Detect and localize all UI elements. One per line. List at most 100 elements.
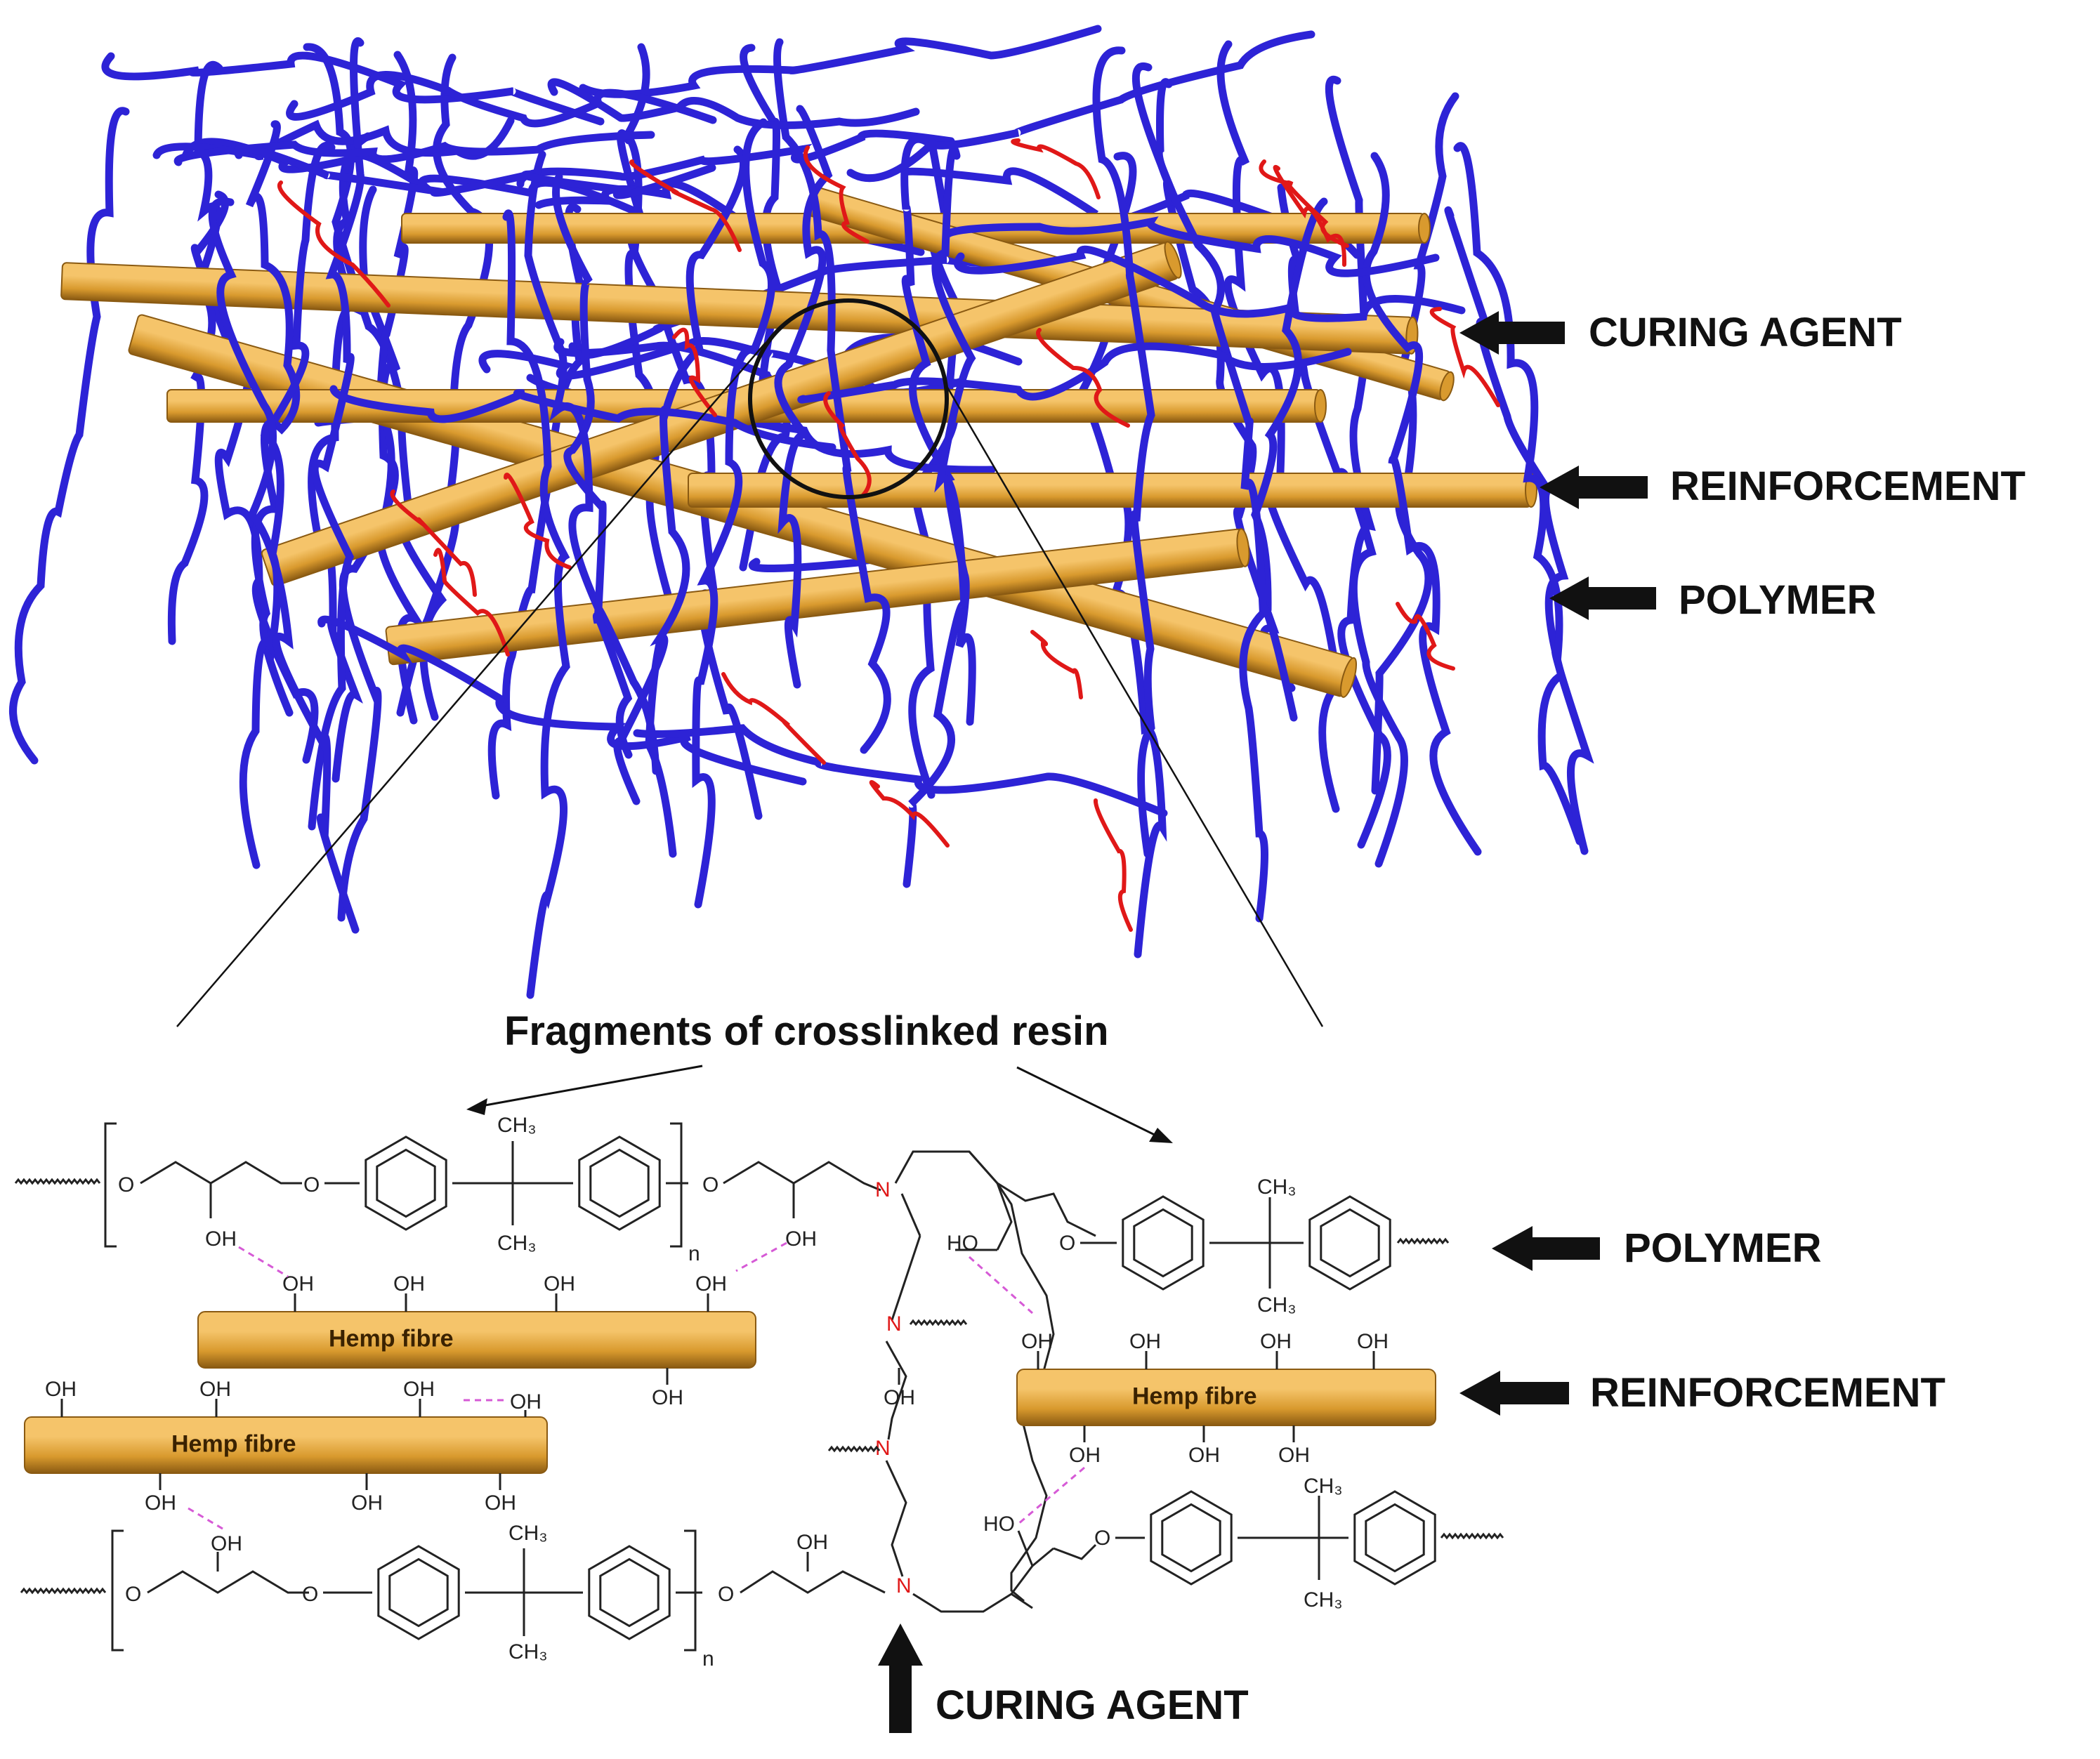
hydroxyl-group: OH [510, 1390, 542, 1414]
polymer-chain [547, 78, 920, 129]
hydrogen-bond [188, 1507, 227, 1532]
nitrogen-atom: N [875, 1437, 891, 1460]
hydroxyl-group: HO [947, 1232, 978, 1255]
up-arrow-icon [878, 1623, 923, 1733]
ring-inner [388, 1557, 449, 1628]
ring-outline [1150, 1490, 1233, 1586]
oxygen-atom: O [702, 1173, 718, 1197]
ring-inner [599, 1557, 659, 1628]
polymer-chains-front [173, 25, 1594, 999]
bond [147, 1570, 309, 1594]
fibre-rod-icon: Hemp fibre [24, 1416, 548, 1474]
nitrogen-atom: N [886, 1312, 902, 1336]
hydroxyl-group: OH [1260, 1330, 1292, 1353]
fibre-rod-icon: Hemp fibre [1016, 1369, 1436, 1426]
ring-outline [1308, 1195, 1391, 1291]
methyl-group: CH₃ [508, 1522, 548, 1545]
hydrogen-bond [238, 1246, 289, 1278]
hydroxyl-group: OH [403, 1378, 435, 1401]
oxygen-atom: O [125, 1583, 141, 1606]
polymer-chain [317, 615, 807, 786]
curing-agent-link [721, 672, 826, 765]
bond [997, 1182, 1096, 1237]
benzene-ring-icon [1150, 1490, 1233, 1586]
polymer-chain [1444, 206, 1584, 845]
label-reinforcement-bottom: REINFORCEMENT [1590, 1370, 1945, 1416]
hemp-fibre-body [1016, 1369, 1436, 1426]
polymer-chain [208, 197, 360, 934]
title-arrowhead-left [466, 1098, 487, 1115]
methyl-group: CH₃ [1304, 1588, 1343, 1612]
top-label-reinforcement: REINFORCEMENT [1540, 463, 2026, 509]
ring-outline [1122, 1195, 1205, 1291]
chain-end-wavy [909, 1319, 968, 1326]
polymer-chain [633, 724, 1168, 817]
hydroxyl-group: OH [145, 1491, 176, 1515]
fragments-title-group: Fragments of crosslinked resin [466, 1008, 1173, 1143]
polymer-chain [1325, 75, 1391, 849]
curing-agent-link [1030, 630, 1083, 699]
ring-outline [578, 1135, 661, 1231]
chain-end-wavy [1440, 1532, 1504, 1540]
hydroxyl-group: OH [785, 1227, 817, 1251]
methyl-group: CH₃ [508, 1640, 548, 1664]
hydroxyl-group: OH [199, 1378, 231, 1401]
hydroxyl-group: OH [1021, 1330, 1053, 1353]
hydroxyl-group: HO [983, 1513, 1015, 1536]
polymer-chain [846, 30, 1315, 183]
hydrogen-bond [969, 1256, 1033, 1315]
left-arrow-icon [1459, 1371, 1569, 1416]
fibre-rod-icon [60, 262, 1419, 355]
polymer-chain [773, 38, 891, 754]
hydroxyl-group: OH [652, 1386, 683, 1409]
ring-outline [588, 1545, 671, 1640]
curing-agent-link [1036, 328, 1130, 428]
hydrogen-bond [735, 1241, 787, 1272]
bond [885, 1340, 907, 1440]
curing-agent-link [277, 180, 391, 308]
repeat-bracket [684, 1529, 697, 1652]
zoom-line-right [943, 382, 1324, 1027]
title-arrowhead-right [1149, 1128, 1173, 1143]
polymer-chain [1362, 152, 1482, 856]
fibre-end [1418, 213, 1431, 244]
polymer-chain [552, 173, 633, 759]
label-reinforcement-top: REINFORCEMENT [1670, 463, 2026, 509]
methyl-group: CH₃ [1257, 1175, 1297, 1199]
curing-agent-link [1011, 138, 1101, 199]
polymer-chain [286, 71, 717, 128]
curing-agent-link [1396, 602, 1455, 671]
benzene-ring-icon [1353, 1490, 1436, 1586]
left-arrow-icon [1492, 1226, 1600, 1271]
curing-agent-links [277, 138, 1500, 932]
benzene-ring-icon [1308, 1195, 1391, 1291]
zoom-indicator [176, 298, 1324, 1027]
hemp-fibre-body [197, 1311, 756, 1369]
methyl-group: CH₃ [1304, 1475, 1343, 1498]
polymer-chain [9, 107, 130, 765]
ring-inner [1161, 1503, 1221, 1573]
zoom-circle-icon [748, 298, 949, 499]
hydroxyl-group: OH [1357, 1330, 1389, 1353]
fibre-end [1339, 657, 1358, 698]
curing-agent-link [823, 391, 872, 497]
polymer-chain [245, 120, 301, 717]
polymer-chain [942, 216, 1440, 277]
hydroxyl-group: OH [485, 1491, 516, 1515]
hydroxyl-group: OH [351, 1491, 383, 1515]
hydroxyl-group: OH [796, 1531, 828, 1554]
bond [140, 1161, 302, 1185]
oxygen-atom: O [302, 1583, 318, 1606]
curing-agent-link [1259, 159, 1349, 248]
benzene-ring-icon [578, 1135, 661, 1231]
hydroxyl-group: OH [211, 1532, 242, 1555]
polymer-chain [954, 245, 1466, 322]
fibre-rod-icon: Hemp fibre [197, 1311, 756, 1369]
bottom-label-reinforcement: REINFORCEMENT [1459, 1370, 1945, 1416]
polymer-chain [233, 144, 716, 199]
polymer-chain [1216, 40, 1342, 813]
curing-agent-link [672, 327, 717, 417]
ring-inner [376, 1148, 436, 1218]
left-arrow-icon [1459, 311, 1565, 355]
